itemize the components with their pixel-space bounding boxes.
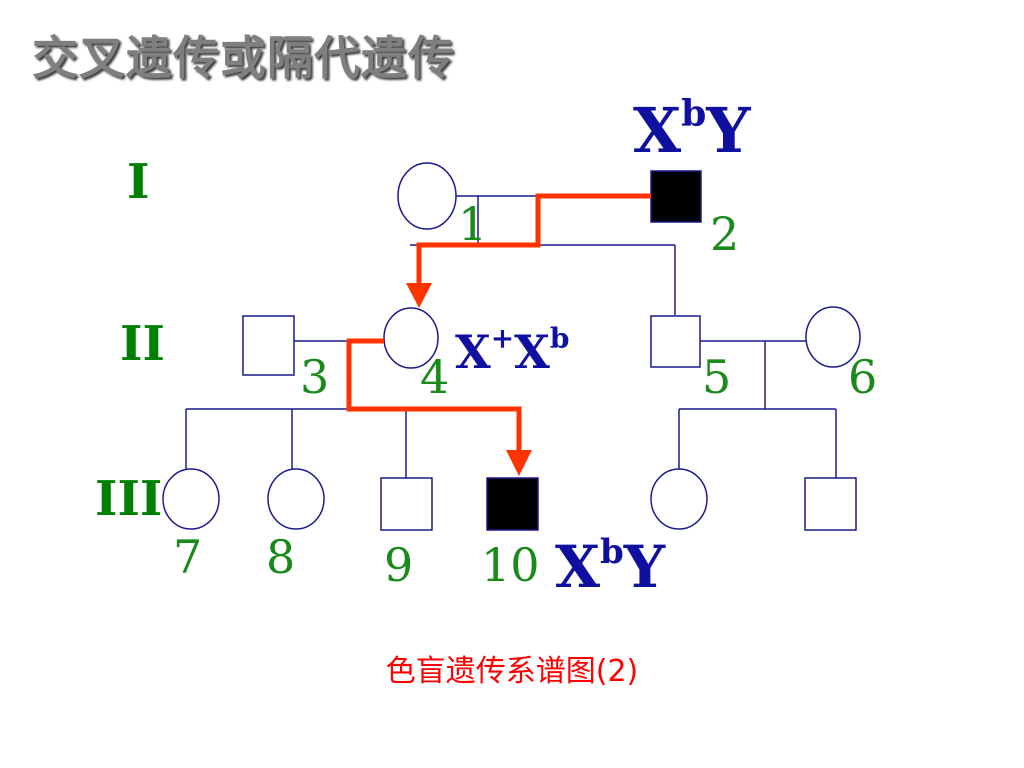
individual-9-male <box>380 477 433 531</box>
genotype-4-x1: X <box>455 325 491 379</box>
inheritance-arrow-4-to-10 <box>346 338 522 452</box>
genotype-10-superscript: b <box>600 532 624 572</box>
slide-title: 交叉遗传或隔代遗传 <box>32 31 455 85</box>
individual-number-10: 10 <box>481 538 540 592</box>
individual-number-9: 9 <box>384 538 413 592</box>
generation-label-2: II <box>120 316 165 372</box>
individual-6-female <box>805 306 861 368</box>
individual-11-female <box>650 468 708 530</box>
genotype-2-x: X <box>633 94 682 167</box>
genotype-individual-2: XbY <box>633 93 751 167</box>
individual-number-7: 7 <box>173 530 202 584</box>
individual-3-male <box>242 315 295 376</box>
individual-10-affected-male <box>486 477 539 531</box>
genotype-individual-10: XbY <box>555 532 666 601</box>
individual-number-8: 8 <box>266 530 295 584</box>
generation-label-3: III <box>95 471 162 527</box>
genotype-10-y: Y <box>623 533 666 601</box>
individual-4-female <box>383 307 439 369</box>
individual-7-female <box>162 468 220 530</box>
individual-number-5: 5 <box>702 350 731 404</box>
arrowhead-down-10 <box>506 450 532 476</box>
individual-5-male <box>650 315 701 368</box>
individual-1-female <box>397 162 457 230</box>
arrowhead-down-4 <box>406 283 432 308</box>
genotype-individual-4: X+Xb <box>455 322 569 379</box>
individual-number-3: 3 <box>300 350 329 404</box>
individual-2-affected-male <box>650 170 702 223</box>
generation-label-1: I <box>127 154 149 210</box>
diagram-caption: 色盲遗传系谱图(2) <box>385 654 639 689</box>
genotype-10-x: X <box>555 533 600 601</box>
individual-number-6: 6 <box>848 350 877 404</box>
genotype-2-superscript: b <box>681 93 706 135</box>
genotype-4-superscript-2: b <box>550 322 570 355</box>
individual-8-female <box>267 468 325 530</box>
inheritance-arrows <box>346 193 651 476</box>
inheritance-arrow-2-to-4 <box>416 193 651 285</box>
genotype-2-y: Y <box>705 94 751 167</box>
genotype-4-superscript-1: + <box>491 322 514 355</box>
individual-number-2: 2 <box>710 207 739 261</box>
individual-number-4: 4 <box>420 350 449 404</box>
individual-12-male <box>804 477 857 531</box>
individual-number-1: 1 <box>458 197 487 251</box>
genotype-4-x2: X <box>514 325 550 379</box>
